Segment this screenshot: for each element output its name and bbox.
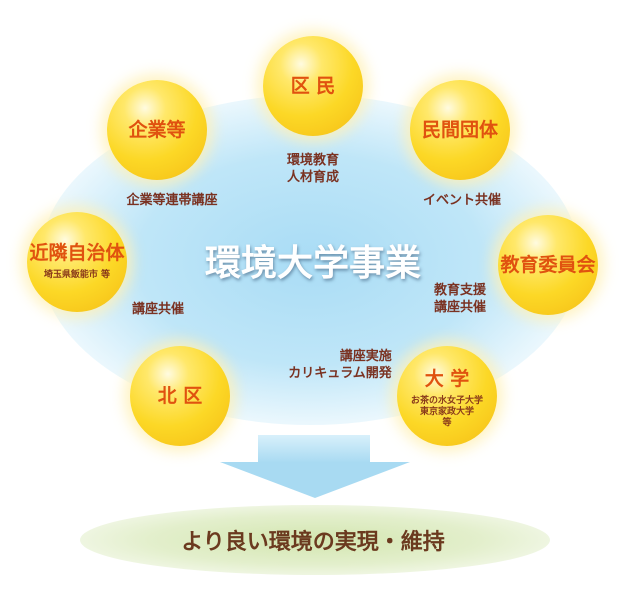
node-kyoiku: 教育委員会 [498, 215, 598, 315]
node-kitaku: 北 区 [130, 346, 230, 446]
node-label: 大 学 [424, 368, 470, 391]
node-kinrin: 近隣自治体埼玉県飯能市 等 [27, 212, 127, 312]
relation-kinrin: 講座共催 [131, 302, 185, 317]
node-sub: お茶の水女子大学 東京家政大学 等 [410, 396, 483, 428]
node-minkan: 民間団体 [410, 80, 510, 180]
node-sub: 埼玉県飯能市 等 [43, 270, 111, 281]
relation-kumin: 環境教育 人材育成 [286, 153, 340, 185]
node-daigaku: 大 学お茶の水女子大学 東京家政大学 等 [397, 346, 497, 446]
center-title: 環境大学事業 [204, 243, 422, 284]
node-kumin: 区 民 [263, 36, 363, 136]
relation-daigaku: 講座実施 カリキュラム開発 [288, 349, 392, 381]
relation-minkan: イベント共催 [422, 193, 502, 208]
relation-kigyo: 企業等連帯講座 [126, 193, 218, 208]
relation-kyoiku: 教育支援 講座共催 [433, 283, 487, 315]
node-label: 民間団体 [421, 118, 498, 141]
node-label: 区 民 [290, 74, 336, 97]
down-arrow-icon [220, 462, 410, 498]
node-label: 教育委員会 [500, 253, 596, 276]
node-kigyo: 企業等 [107, 80, 207, 180]
node-label: 北 区 [157, 384, 203, 407]
result-glow [80, 505, 550, 575]
result-text: より良い環境の実現・維持 [181, 530, 445, 555]
node-label: 企業等 [128, 118, 186, 141]
down-arrow-body [258, 435, 370, 463]
node-label: 近隣自治体 [29, 242, 125, 265]
